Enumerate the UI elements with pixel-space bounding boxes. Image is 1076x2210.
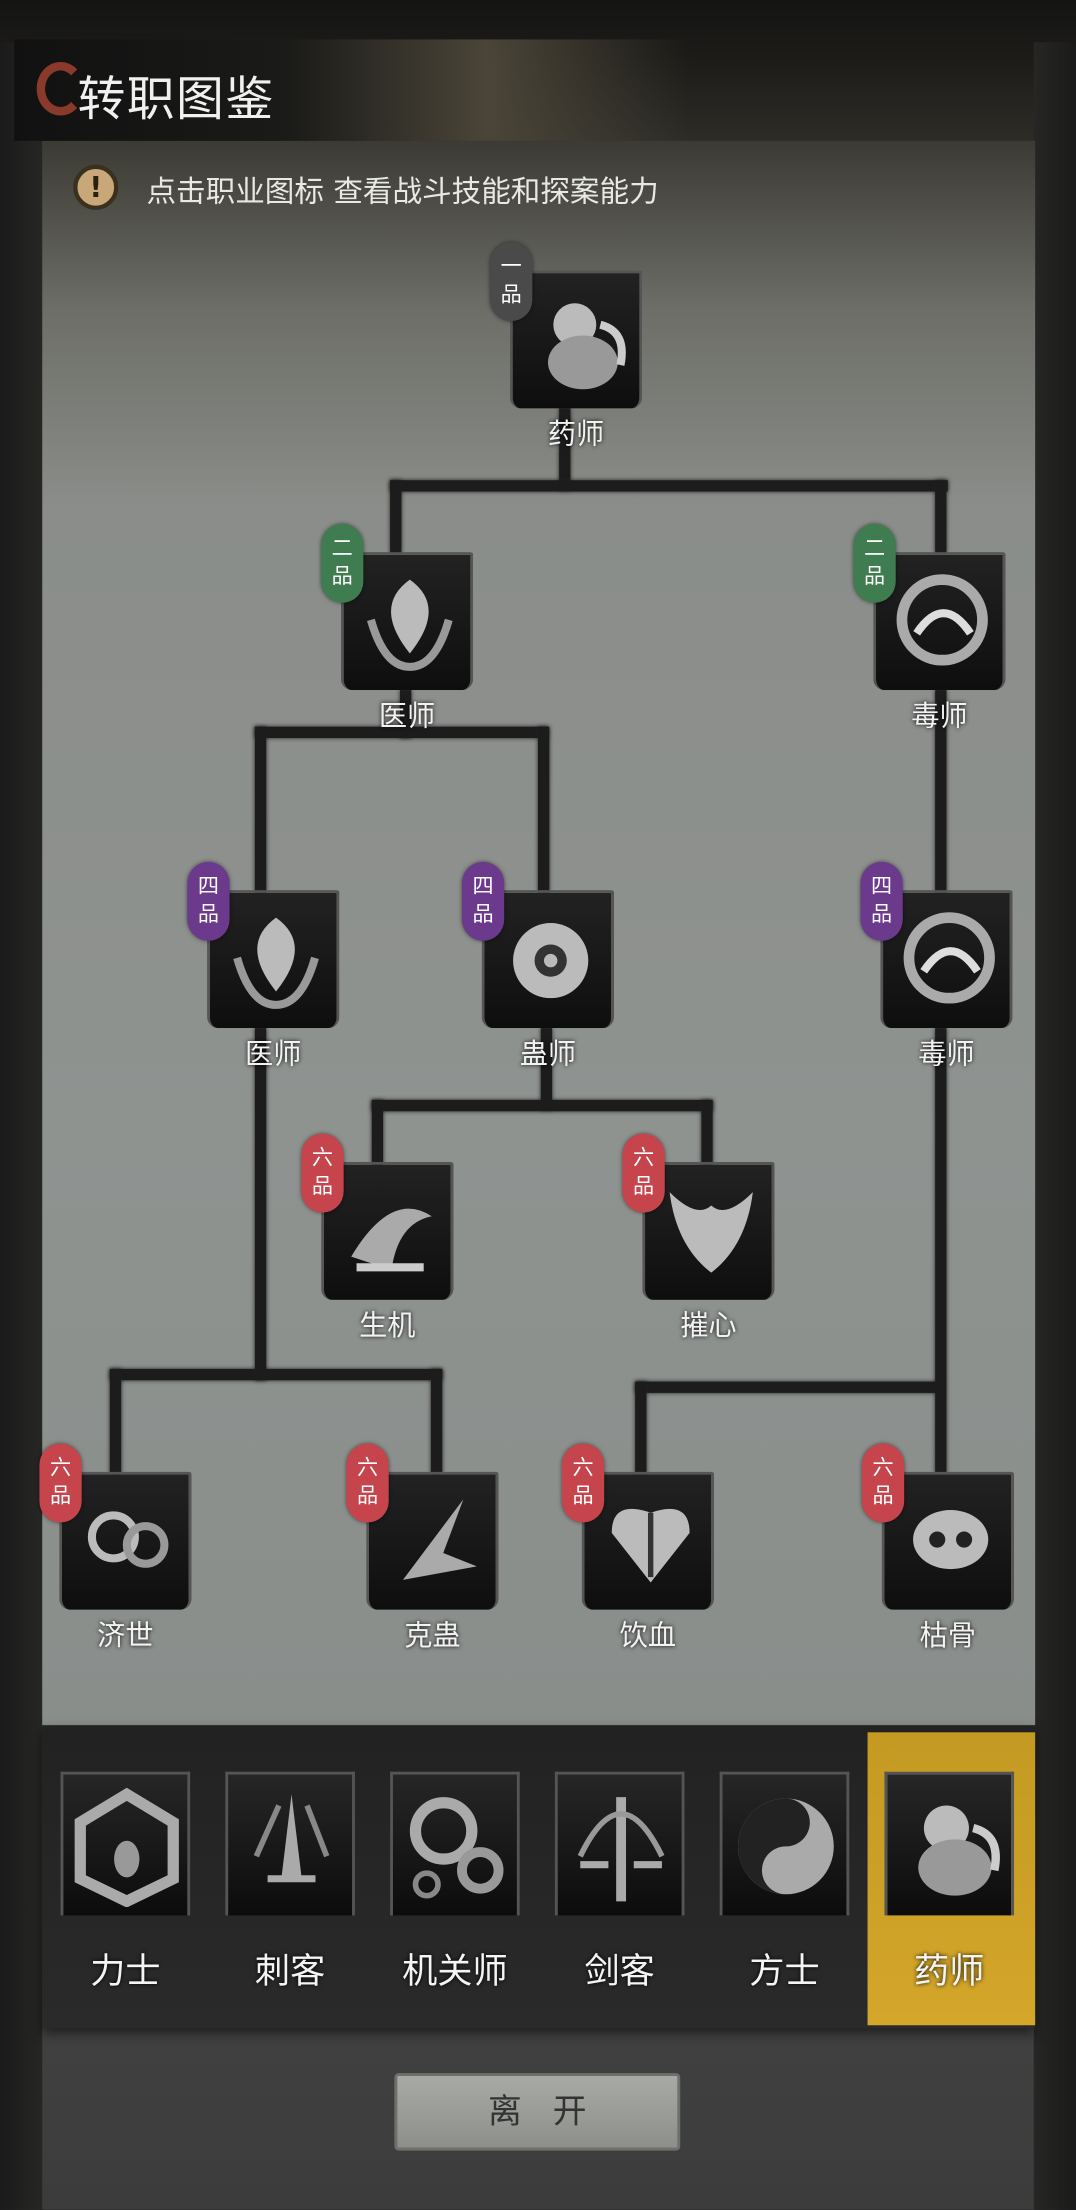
- gear-icon: [390, 1771, 520, 1916]
- page-title: 转职图鉴: [77, 71, 275, 129]
- grade-badge: 一品: [490, 242, 533, 322]
- class-node-label: 摧心: [680, 1308, 737, 1343]
- connector-line: [371, 1099, 713, 1112]
- class-node-label: 克蛊: [404, 1618, 461, 1653]
- class-tab-shield[interactable]: 力士: [60, 1771, 191, 2011]
- class-node-6[interactable]: 六品 生机: [301, 1133, 454, 1342]
- connector-line: [430, 1368, 443, 1475]
- class-tab-label: 机关师: [402, 1950, 508, 1992]
- connector-line: [635, 1381, 943, 1393]
- connector-line: [390, 480, 948, 492]
- class-node-label: 药师: [547, 416, 605, 451]
- grade-badge: 六品: [622, 1133, 665, 1213]
- title-ring-icon: [36, 61, 85, 116]
- class-node-10[interactable]: 六品 饮血: [561, 1443, 715, 1652]
- yin-yang-icon: [719, 1771, 850, 1916]
- connector-line: [538, 726, 550, 893]
- connector-line: [109, 1368, 122, 1475]
- class-node-1[interactable]: 二品 医师: [321, 523, 474, 732]
- grade-badge: 四品: [461, 861, 505, 941]
- connector-line: [109, 1368, 443, 1381]
- grade-badge: 四品: [860, 861, 903, 941]
- class-tab-gourd[interactable]: 药师: [884, 1771, 1015, 2011]
- title-banner: [14, 39, 691, 141]
- class-node-4[interactable]: 四品 蛊师: [461, 861, 615, 1070]
- class-node-3[interactable]: 四品 医师: [187, 861, 340, 1070]
- connector-line: [635, 1381, 647, 1475]
- cloud-icon[interactable]: [59, 1471, 192, 1610]
- hint-text: 点击职业图标 查看战斗技能和探案能力: [146, 174, 659, 209]
- class-tab-dagger[interactable]: 刺客: [225, 1771, 355, 2011]
- class-node-5[interactable]: 四品 毒师: [860, 861, 1013, 1070]
- connector-line: [935, 480, 947, 554]
- class-node-8[interactable]: 六品 济世: [39, 1443, 192, 1652]
- grade-badge: 二品: [853, 523, 896, 603]
- class-tab-label: 剑客: [584, 1950, 655, 1992]
- connector-line: [540, 1028, 553, 1110]
- connector-line: [935, 1028, 947, 1474]
- dagger-icon: [225, 1771, 355, 1916]
- class-node-0[interactable]: 一品 药师: [490, 242, 643, 451]
- class-tab-label: 方士: [749, 1950, 820, 1992]
- class-node-2[interactable]: 二品 毒师: [853, 523, 1006, 732]
- connector-line: [254, 726, 267, 893]
- grade-badge: 六品: [861, 1443, 905, 1523]
- sword-icon: [554, 1771, 685, 1916]
- connector-line: [399, 690, 412, 738]
- class-tab-yin-yang[interactable]: 方士: [719, 1771, 850, 2011]
- class-node-label: 济世: [97, 1618, 154, 1653]
- connector-line: [559, 408, 571, 491]
- connector-line: [701, 1099, 713, 1165]
- class-node-label: 枯骨: [919, 1618, 977, 1653]
- class-node-label: 毒师: [911, 698, 968, 733]
- grade-badge: 二品: [321, 523, 364, 603]
- shield-icon: [60, 1771, 191, 1916]
- class-node-label: 毒师: [918, 1036, 975, 1071]
- grade-badge: 六品: [301, 1133, 344, 1213]
- class-tab-label: 药师: [914, 1950, 985, 1992]
- class-node-label: 饮血: [619, 1618, 677, 1653]
- class-tab-label: 力士: [90, 1950, 161, 1992]
- gourd-icon: [884, 1771, 1015, 1916]
- grade-badge: 六品: [39, 1443, 82, 1523]
- class-node-9[interactable]: 六品 克蛊: [346, 1443, 499, 1652]
- class-node-label: 医师: [245, 1036, 302, 1071]
- connector-line: [254, 1028, 267, 1381]
- right-frame: [1033, 42, 1076, 2210]
- grade-badge: 四品: [187, 861, 230, 941]
- exclamation-icon: !: [73, 164, 119, 210]
- connector-line: [935, 690, 947, 893]
- class-node-label: 蛊师: [519, 1036, 577, 1071]
- connector-line: [390, 480, 402, 554]
- class-selector-bar: 力士 刺客 机关师 剑客 方士 药师: [42, 1725, 1036, 2029]
- leave-button[interactable]: 离开: [394, 2073, 681, 2151]
- connector-line: [254, 726, 548, 738]
- class-tab-sword[interactable]: 剑客: [554, 1771, 685, 2011]
- connector-line: [371, 1099, 384, 1165]
- grade-badge: 六品: [561, 1443, 605, 1523]
- class-tab-gear[interactable]: 机关师: [390, 1771, 520, 2011]
- left-frame: [0, 42, 43, 2210]
- class-node-7[interactable]: 六品 摧心: [622, 1133, 775, 1342]
- class-node-label: 医师: [378, 698, 436, 733]
- class-node-11[interactable]: 六品 枯骨: [861, 1443, 1015, 1652]
- class-node-label: 生机: [359, 1308, 416, 1343]
- class-tab-label: 刺客: [254, 1950, 326, 1992]
- grade-badge: 六品: [346, 1443, 389, 1523]
